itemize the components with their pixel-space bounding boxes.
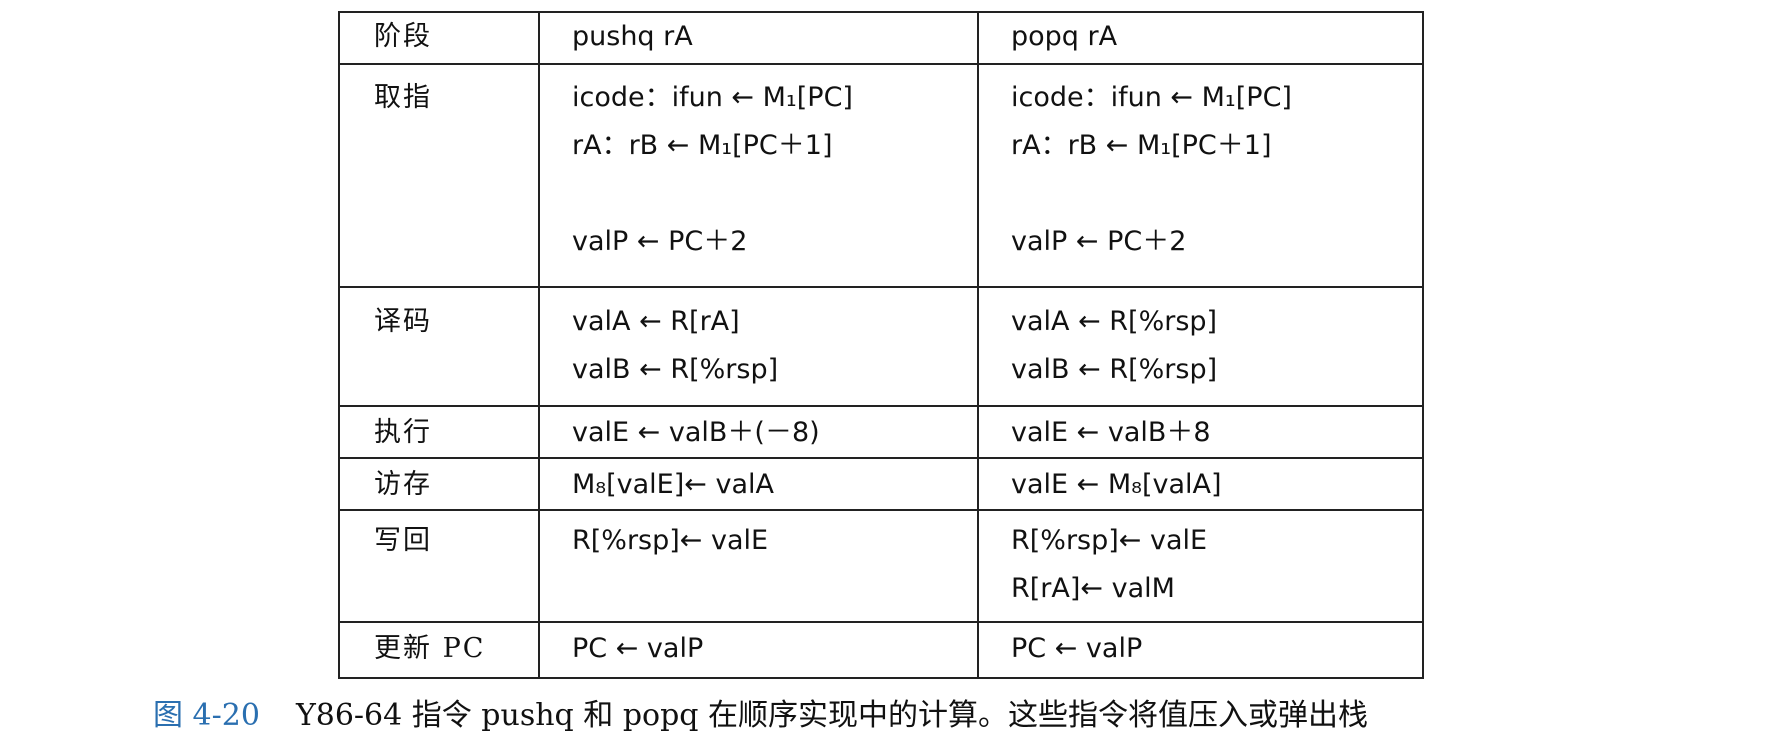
stage-label: 写回 xyxy=(338,509,540,623)
op-line: R[%rsp]← valE xyxy=(1011,525,1208,556)
popq-ops: valE ← valB＋8 xyxy=(977,405,1424,459)
header-popq-label: popq rA xyxy=(1011,21,1118,52)
header-pushq: pushq rA xyxy=(538,11,979,65)
op-line: icode：ifun ← M₁[PC] xyxy=(1011,82,1292,113)
header-pushq-label: pushq rA xyxy=(572,21,693,52)
popq-ops: R[%rsp]← valE R[rA]← valM xyxy=(977,509,1424,623)
op-line: PC ← valP xyxy=(572,633,704,664)
popq-ops: icode：ifun ← M₁[PC] rA：rB ← M₁[PC＋1] val… xyxy=(977,63,1424,288)
table-header-row: 阶段 pushq rA popq rA xyxy=(338,11,1424,65)
op-line: icode：ifun ← M₁[PC] xyxy=(572,82,853,113)
stage-computation-table: 阶段 pushq rA popq rA 取指 icode：ifun ← M₁[P… xyxy=(338,11,1424,679)
op-line: valP ← PC＋2 xyxy=(1011,226,1187,257)
op-line: valE ← valB＋8 xyxy=(1011,417,1211,448)
header-stage: 阶段 xyxy=(338,11,540,65)
stage-label: 更新 PC xyxy=(338,621,540,679)
op-line: PC ← valP xyxy=(1011,633,1143,664)
stage-label: 访存 xyxy=(338,457,540,511)
table-row: 取指 icode：ifun ← M₁[PC] rA：rB ← M₁[PC＋1] … xyxy=(338,63,1424,288)
op-line: rA：rB ← M₁[PC＋1] xyxy=(1011,130,1272,161)
stage-label: 译码 xyxy=(338,286,540,407)
header-popq: popq rA xyxy=(977,11,1424,65)
op-line: valA ← R[rA] xyxy=(572,306,740,337)
op-line: valB ← R[%rsp] xyxy=(1011,354,1218,385)
figure-number: 图 4-20 xyxy=(153,698,260,733)
table-row: 译码 valA ← R[rA] valB ← R[%rsp] valA ← R[… xyxy=(338,286,1424,407)
op-line-blank xyxy=(1011,170,1422,218)
popq-ops: valE ← M₈[valA] xyxy=(977,457,1424,511)
caption-text: Y86-64 指令 pushq 和 popq 在顺序实现中的计算。这些指令将值压… xyxy=(295,698,1369,733)
pushq-ops: R[%rsp]← valE xyxy=(538,509,979,623)
op-line: valA ← R[%rsp] xyxy=(1011,306,1218,337)
op-line: R[rA]← valM xyxy=(1011,573,1175,604)
popq-ops: PC ← valP xyxy=(977,621,1424,679)
op-line: M₈[valE]← valA xyxy=(572,469,774,500)
op-line: rA：rB ← M₁[PC＋1] xyxy=(572,130,833,161)
table-row: 写回 R[%rsp]← valE R[%rsp]← valE R[rA]← va… xyxy=(338,509,1424,623)
op-line: valE ← valB＋(－8) xyxy=(572,417,820,448)
op-line: valB ← R[%rsp] xyxy=(572,354,779,385)
pushq-ops: icode：ifun ← M₁[PC] rA：rB ← M₁[PC＋1] val… xyxy=(538,63,979,288)
stage-label: 取指 xyxy=(338,63,540,288)
op-line-blank xyxy=(572,170,977,218)
pushq-ops: PC ← valP xyxy=(538,621,979,679)
table-row: 访存 M₈[valE]← valA valE ← M₈[valA] xyxy=(338,457,1424,511)
op-line: R[%rsp]← valE xyxy=(572,525,769,556)
table-row: 执行 valE ← valB＋(－8) valE ← valB＋8 xyxy=(338,405,1424,459)
pushq-ops: valA ← R[rA] valB ← R[%rsp] xyxy=(538,286,979,407)
pushq-ops: valE ← valB＋(－8) xyxy=(538,405,979,459)
pushq-ops: M₈[valE]← valA xyxy=(538,457,979,511)
popq-ops: valA ← R[%rsp] valB ← R[%rsp] xyxy=(977,286,1424,407)
op-line: valE ← M₈[valA] xyxy=(1011,469,1222,500)
figure-caption: 图 4-20 Y86-64 指令 pushq 和 popq 在顺序实现中的计算。这… xyxy=(153,690,1368,734)
table-row: 更新 PC PC ← valP PC ← valP xyxy=(338,621,1424,679)
op-line: valP ← PC＋2 xyxy=(572,226,748,257)
stage-label: 执行 xyxy=(338,405,540,459)
